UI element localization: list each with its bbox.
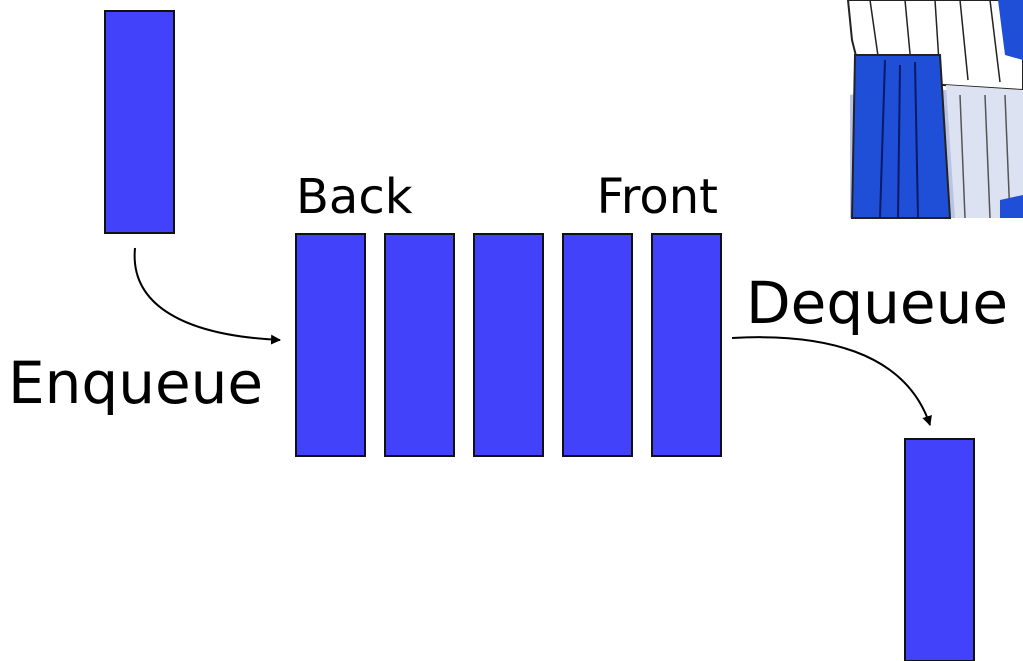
queue-element — [295, 233, 366, 457]
queue-element — [651, 233, 722, 457]
queue-element — [384, 233, 455, 457]
dequeue-arrow — [731, 336, 932, 426]
outgoing-element — [904, 438, 975, 661]
queue-element — [562, 233, 633, 457]
person-in-line-illustration — [846, 0, 1023, 219]
queue-elements — [295, 233, 722, 457]
dequeue-label: Dequeue — [746, 269, 1008, 337]
incoming-element — [104, 10, 175, 234]
queue-element — [473, 233, 544, 457]
enqueue-label: Enqueue — [8, 349, 263, 417]
enqueue-arrow — [133, 247, 281, 345]
back-label: Back — [296, 169, 413, 225]
front-label: Front — [597, 169, 718, 225]
